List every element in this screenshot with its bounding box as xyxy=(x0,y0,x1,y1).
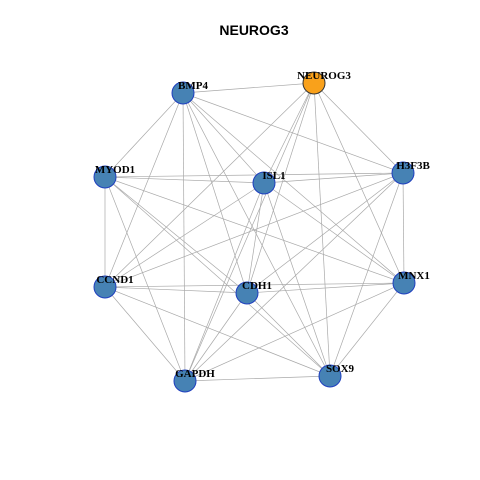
node-h3f3b[interactable] xyxy=(391,161,415,185)
node-label-gapdh: GAPDH xyxy=(175,368,215,380)
edge-isl1-gapdh xyxy=(184,182,265,382)
node-sox9[interactable] xyxy=(318,364,342,388)
node-label-sox9: SOX9 xyxy=(326,363,355,375)
node-neurog3[interactable] xyxy=(302,71,326,95)
node-layer xyxy=(93,71,416,393)
edge-cdh1-sox9 xyxy=(246,292,331,377)
edge-sox9-gapdh xyxy=(184,375,331,382)
edge-isl1-mnx1 xyxy=(263,182,405,284)
edge-bmp4-isl1 xyxy=(182,92,265,184)
edge-bmp4-h3f3b xyxy=(182,92,404,174)
node-bmp4[interactable] xyxy=(171,81,195,105)
edge-neurog3-ccnd1 xyxy=(104,82,315,288)
edge-h3f3b-sox9 xyxy=(329,172,404,377)
edge-bmp4-cdh1 xyxy=(182,92,248,294)
node-isl1[interactable] xyxy=(252,171,276,195)
node-label-h3f3b: H3F3B xyxy=(396,160,430,172)
node-label-myod1: MYOD1 xyxy=(95,164,135,176)
edge-neurog3-bmp4 xyxy=(182,82,315,94)
edge-ccnd1-cdh1 xyxy=(104,286,248,294)
edge-h3f3b-myod1 xyxy=(104,172,404,178)
edge-ccnd1-gapdh xyxy=(104,286,186,382)
node-gapdh[interactable] xyxy=(173,369,197,393)
edge-neurog3-h3f3b xyxy=(313,82,404,174)
node-ccnd1[interactable] xyxy=(93,275,117,299)
edge-isl1-ccnd1 xyxy=(104,182,265,288)
node-cdh1[interactable] xyxy=(235,281,259,305)
edge-neurog3-cdh1 xyxy=(246,82,315,294)
edge-h3f3b-mnx1 xyxy=(402,172,405,284)
edge-myod1-gapdh xyxy=(104,176,186,382)
node-label-neurog3: NEUROG3 xyxy=(297,70,351,82)
edge-bmp4-myod1 xyxy=(104,92,184,178)
node-label-bmp4: BMP4 xyxy=(178,80,208,92)
edge-mnx1-cdh1 xyxy=(246,282,405,294)
node-label-mnx1: MNX1 xyxy=(398,270,430,282)
edge-layer xyxy=(104,82,405,382)
edge-isl1-sox9 xyxy=(263,182,331,377)
edge-neurog3-sox9 xyxy=(313,82,331,377)
edge-isl1-cdh1 xyxy=(246,182,265,294)
edge-h3f3b-cdh1 xyxy=(246,172,404,294)
edge-mnx1-sox9 xyxy=(329,282,405,377)
node-mnx1[interactable] xyxy=(392,271,416,295)
graph-title: NEUROG3 xyxy=(219,22,288,38)
edge-bmp4-sox9 xyxy=(182,92,331,377)
node-label-isl1: ISL1 xyxy=(262,170,285,182)
edge-myod1-mnx1 xyxy=(104,176,405,284)
node-label-cdh1: CDH1 xyxy=(242,280,272,292)
edge-neurog3-isl1 xyxy=(263,82,315,184)
edge-myod1-isl1 xyxy=(104,176,265,184)
node-label-ccnd1: CCND1 xyxy=(96,274,133,286)
edge-h3f3b-isl1 xyxy=(263,172,404,184)
edge-myod1-cdh1 xyxy=(104,176,248,294)
edge-mnx1-gapdh xyxy=(184,282,405,382)
edge-bmp4-mnx1 xyxy=(182,92,405,284)
edge-myod1-sox9 xyxy=(104,176,331,377)
edge-cdh1-gapdh xyxy=(184,292,248,382)
edge-bmp4-ccnd1 xyxy=(104,92,184,288)
edge-neurog3-mnx1 xyxy=(313,82,405,284)
edge-ccnd1-sox9 xyxy=(104,286,331,377)
edge-h3f3b-gapdh xyxy=(184,172,404,382)
node-myod1[interactable] xyxy=(93,165,117,189)
edge-bmp4-gapdh xyxy=(182,92,186,382)
